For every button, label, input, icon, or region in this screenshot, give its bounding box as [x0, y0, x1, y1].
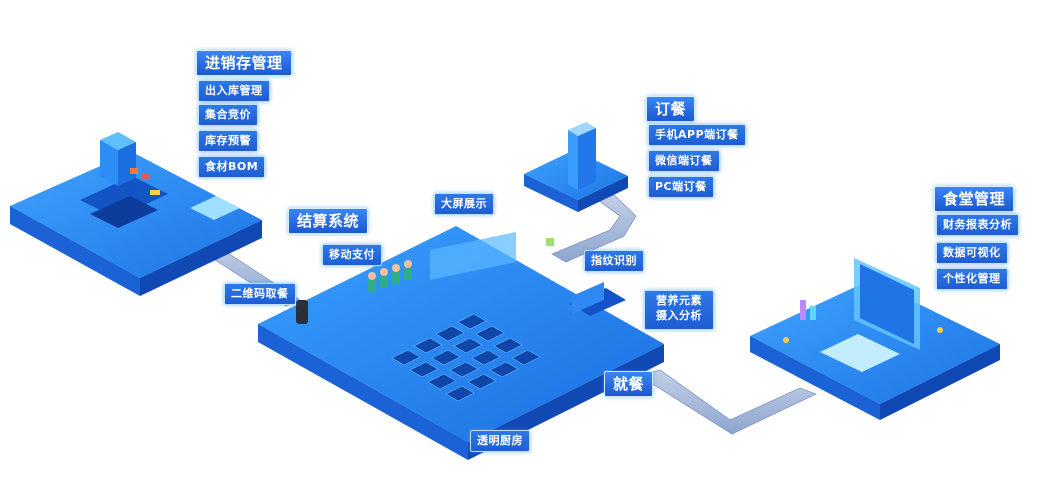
canteen-item-finance: 财务报表分析 [936, 214, 1019, 236]
ordering-item-wechat: 微信端订餐 [648, 150, 720, 172]
label-mobile-pay: 移动支付 [322, 244, 382, 266]
label-kitchen: 透明厨房 [470, 430, 530, 452]
canteen-item-custom: 个性化管理 [936, 268, 1008, 290]
inventory-title: 进销存管理 [196, 50, 292, 76]
path-settlement-to-canteen [639, 369, 818, 435]
ordering-platform [524, 122, 628, 212]
ordering-item-app: 手机APP端订餐 [648, 124, 746, 146]
customer-figures [368, 260, 412, 292]
path-ordering-to-settlement [551, 194, 637, 263]
inventory-item-bidding: 集合竞价 [198, 104, 258, 126]
inventory-item-bom: 食材BOM [198, 156, 266, 178]
inventory-platform [10, 132, 262, 296]
canteen-item-visual: 数据可视化 [936, 242, 1008, 264]
settlement-title: 结算系统 [288, 208, 369, 234]
label-nutrition: 营养元素摄入分析 [644, 290, 714, 330]
label-big-screen: 大屏展示 [434, 193, 494, 215]
label-qr-pickup: 二维码取餐 [224, 283, 296, 305]
qr-terminal-icon [296, 300, 308, 324]
label-dining: 就餐 [604, 371, 654, 397]
canteen-title: 食堂管理 [934, 186, 1015, 212]
inventory-item-inout: 出入库管理 [198, 80, 270, 102]
canteen-platform [750, 258, 1000, 420]
ordering-title: 订餐 [646, 96, 696, 122]
label-fingerprint: 指纹识别 [584, 250, 644, 272]
inventory-item-alert: 库存预警 [198, 130, 258, 152]
ordering-item-pc: PC端订餐 [648, 176, 714, 198]
